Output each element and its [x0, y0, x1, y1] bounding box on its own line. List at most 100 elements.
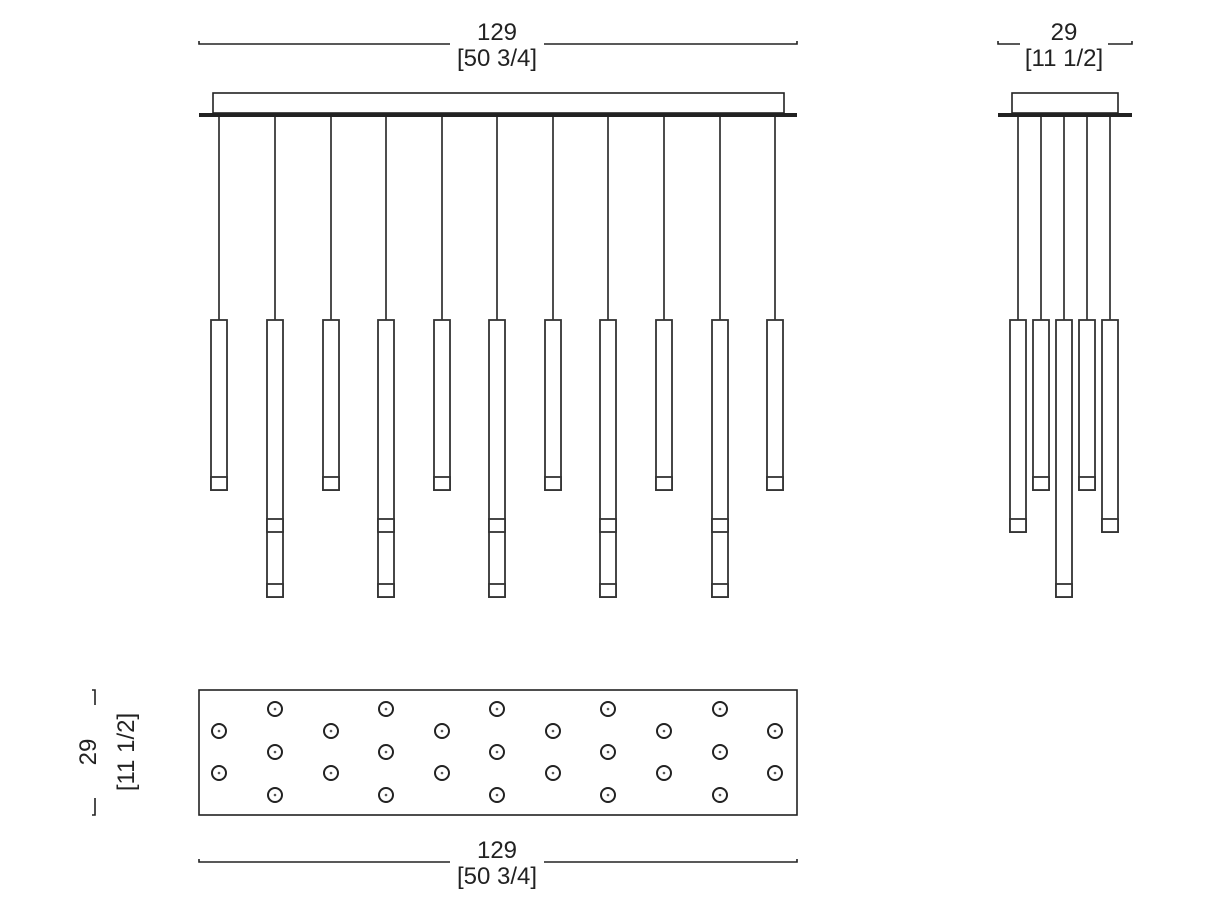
pendant-end-cap: [544, 476, 562, 491]
pendant-hole: [712, 787, 728, 803]
hole-center: [606, 793, 610, 797]
pendant: [1055, 116, 1073, 598]
pendant-hole: [600, 787, 616, 803]
hole-center: [773, 729, 777, 733]
pendant-end-cap: [266, 583, 284, 598]
canopy: [1011, 92, 1119, 114]
hole-center: [384, 707, 388, 711]
pendant-end-cap: [1055, 583, 1073, 598]
pendant-tube: [599, 319, 617, 598]
pendant-tube: [377, 319, 395, 598]
pendant: [433, 116, 451, 491]
pendant-hole: [767, 765, 783, 781]
pendant-tube: [210, 319, 228, 491]
pendant-hole: [545, 723, 561, 739]
pendant-joint: [711, 518, 729, 533]
pendant-tube: [1009, 319, 1027, 533]
pendant-tube: [1055, 319, 1073, 598]
pendant-end-cap: [1101, 518, 1119, 533]
pendant-hole: [545, 765, 561, 781]
plan-canopy-outline: [198, 689, 798, 816]
pendant-hole: [489, 744, 505, 760]
pendant-tube: [655, 319, 673, 491]
plan-width-mm: 129: [477, 837, 517, 864]
hole-center: [662, 729, 666, 733]
pendant-end-cap: [433, 476, 451, 491]
dimension-line: [198, 859, 798, 863]
pendant-joint: [488, 518, 506, 533]
hole-center: [217, 729, 221, 733]
pendant: [322, 116, 340, 491]
pendant-hole: [378, 744, 394, 760]
pendant-hole: [712, 744, 728, 760]
pendant-tube: [433, 319, 451, 491]
pendant-hole: [712, 701, 728, 717]
pendant-hole: [267, 744, 283, 760]
pendant-hole: [600, 701, 616, 717]
pendant: [1101, 116, 1119, 533]
pendant-tube: [1032, 319, 1050, 491]
pendant-tube: [488, 319, 506, 598]
front-width-dimension: 129 [50 3/4]: [198, 19, 798, 72]
pendant-hole: [767, 723, 783, 739]
pendant: [599, 116, 617, 598]
pendant-hole: [378, 787, 394, 803]
hole-center: [773, 771, 777, 775]
pendant-hole: [323, 765, 339, 781]
pendant: [711, 116, 729, 598]
front-width-mm: 129: [477, 19, 517, 46]
pendant-hole: [489, 701, 505, 717]
pendant: [488, 116, 506, 598]
dimension-line: [92, 689, 96, 816]
plan-depth-mm: 29: [75, 739, 102, 766]
hole-center: [495, 707, 499, 711]
pendant-hole: [489, 787, 505, 803]
plan-width-in: [50 3/4]: [457, 863, 537, 890]
hole-center: [273, 793, 277, 797]
dimension-line: [198, 41, 798, 45]
pendant: [1009, 116, 1027, 533]
front-width-in: [50 3/4]: [457, 45, 537, 72]
pendant-end-cap: [322, 476, 340, 491]
plan-depth-in: [11 1/2]: [113, 713, 140, 791]
pendant-hole: [434, 765, 450, 781]
front-view: [199, 92, 797, 598]
hole-center: [273, 750, 277, 754]
hole-center: [551, 771, 555, 775]
pendant-hole: [267, 701, 283, 717]
hole-center: [329, 771, 333, 775]
pendant: [377, 116, 395, 598]
hole-center: [217, 771, 221, 775]
pendant-tube: [1101, 319, 1119, 533]
pendant-hole: [211, 723, 227, 739]
pendant: [655, 116, 673, 491]
pendant-hole: [211, 765, 227, 781]
hole-center: [329, 729, 333, 733]
pendant-end-cap: [599, 583, 617, 598]
pendant: [1032, 116, 1050, 491]
pendant-tube: [1078, 319, 1096, 491]
pendant: [544, 116, 562, 491]
pendant-hole: [378, 701, 394, 717]
pendant-end-cap: [711, 583, 729, 598]
pendant: [266, 116, 284, 598]
pendant-end-cap: [210, 476, 228, 491]
hole-center: [384, 750, 388, 754]
pendant-end-cap: [1009, 518, 1027, 533]
hole-center: [718, 750, 722, 754]
hole-center: [495, 750, 499, 754]
pendant: [766, 116, 784, 491]
pendant-tube: [322, 319, 340, 491]
hole-center: [440, 729, 444, 733]
pendant-hole: [656, 723, 672, 739]
pendant: [1078, 116, 1096, 491]
hole-center: [495, 793, 499, 797]
pendant-joint: [599, 518, 617, 533]
pendant-hole: [323, 723, 339, 739]
pendant-end-cap: [488, 583, 506, 598]
pendant-end-cap: [1078, 476, 1096, 491]
pendant-end-cap: [766, 476, 784, 491]
pendant-tube: [544, 319, 562, 491]
pendant-tube: [266, 319, 284, 598]
